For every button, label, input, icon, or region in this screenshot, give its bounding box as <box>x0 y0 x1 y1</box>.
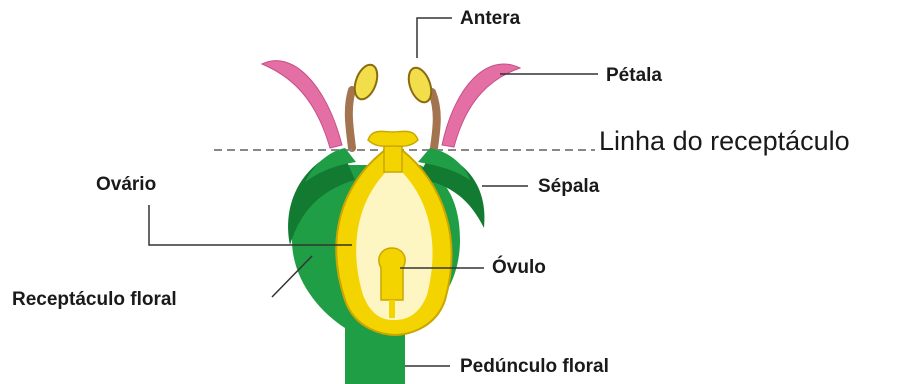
label-petala: Pétala <box>606 66 662 85</box>
left-filament <box>349 90 352 148</box>
label-receptaculo-floral: Receptáculo floral <box>12 290 177 309</box>
left-anther <box>350 62 381 103</box>
label-ovario: Ovário <box>96 175 156 194</box>
antera-leader <box>417 18 452 58</box>
right-filament <box>432 92 437 148</box>
label-linha-receptaculo: Linha do receptáculo <box>599 128 850 155</box>
ovule <box>379 248 405 300</box>
right-petal <box>442 64 520 147</box>
label-antera: Antera <box>460 9 520 28</box>
label-ovulo: Óvulo <box>492 258 546 277</box>
left-petal <box>262 61 342 148</box>
label-sepala: Sépala <box>538 177 599 196</box>
label-pedunculo-floral: Pedúnculo floral <box>460 357 609 376</box>
stigma <box>368 131 418 146</box>
